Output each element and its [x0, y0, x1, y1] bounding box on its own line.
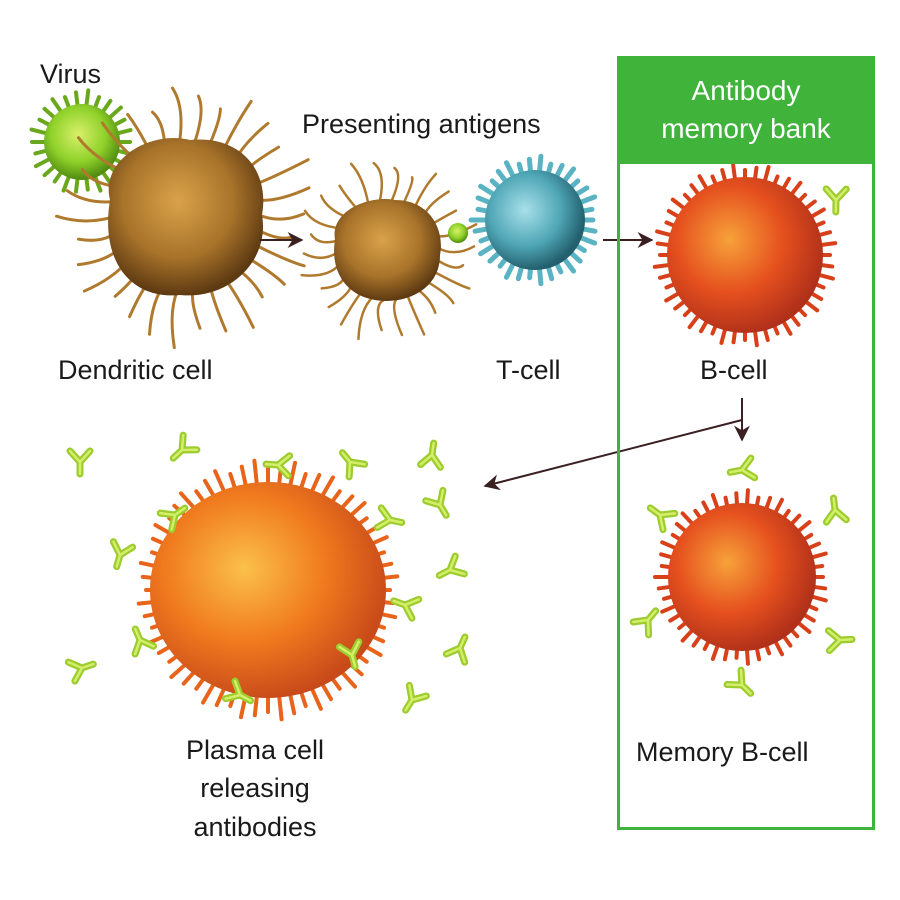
- t-cell-illustration: [468, 153, 598, 287]
- antibody-icon: [822, 494, 850, 526]
- b-cell-label: B-cell: [700, 355, 768, 385]
- plasma-label-line3: antibodies: [193, 811, 317, 842]
- antibody-icon: [373, 504, 406, 531]
- plasma-cell-label: Plasma cell releasing antibodies: [150, 734, 360, 843]
- dendritic-cell-illustration: [55, 86, 311, 350]
- antibody-icon: [109, 538, 137, 571]
- antibodies-group: [64, 185, 856, 714]
- plasma-label-line2: releasing: [200, 773, 310, 804]
- t-cell-label: T-cell: [496, 355, 561, 385]
- memory-bank-title-line1: Antibody: [691, 75, 801, 106]
- plasma-cell-illustration: [136, 458, 400, 722]
- arrow-bcell-to-plasma: [483, 419, 743, 491]
- antibody-icon: [726, 454, 759, 482]
- plasma-label-line1: Plasma cell: [185, 735, 325, 765]
- antibody-icon: [435, 552, 468, 579]
- antibody-icon: [824, 627, 856, 655]
- memory-b-cell-illustration: [653, 488, 828, 666]
- b-cell-illustration: [652, 162, 838, 348]
- antibody-icon: [64, 658, 97, 685]
- antibody-icon: [131, 625, 158, 658]
- antibody-icon: [422, 486, 450, 519]
- presenting-dendritic-cell-illustration: [300, 161, 478, 341]
- antibody-icon: [338, 449, 369, 481]
- memory-bank-title-line2: memory bank: [661, 113, 831, 144]
- antibody-icon: [646, 504, 679, 534]
- antibody-icon: [822, 185, 850, 216]
- presenting-antigens-label: Presenting antigens: [302, 109, 541, 139]
- antibody-icon: [723, 666, 755, 697]
- antibody-icon: [335, 638, 363, 671]
- antibody-icon: [66, 447, 94, 478]
- antibody-icon: [417, 439, 444, 471]
- antibody-icon: [222, 677, 255, 705]
- virus-label: Virus: [40, 59, 102, 89]
- memory-bank-frame: [617, 56, 875, 830]
- antibody-icon: [262, 452, 294, 480]
- antibody-icon: [169, 431, 201, 462]
- antibody-icon: [390, 595, 423, 622]
- memory-b-cell-label: Memory B-cell: [636, 737, 809, 767]
- memory-bank-header: Antibody memory bank: [617, 56, 875, 164]
- antibody-icon: [629, 607, 660, 639]
- antibody-icon: [156, 504, 189, 534]
- antibody-icon: [402, 681, 430, 714]
- antibody-icon: [442, 633, 469, 666]
- dendritic-cell-label: Dendritic cell: [58, 355, 213, 385]
